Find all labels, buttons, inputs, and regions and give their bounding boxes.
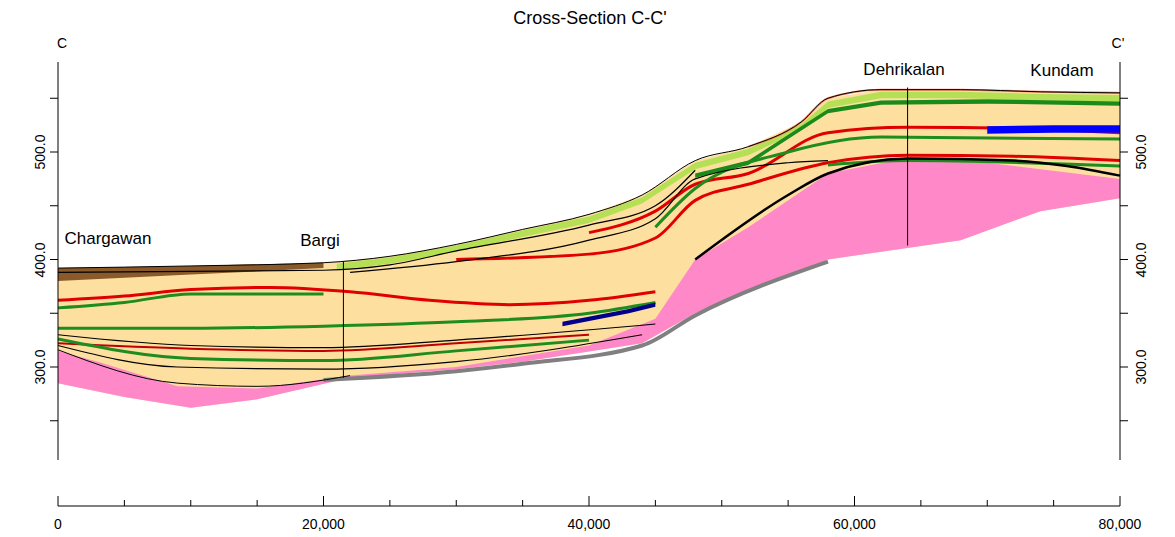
axis-tick-label: 0 — [54, 517, 62, 531]
red-horizon — [58, 287, 655, 304]
axis-tick-label: 400.0 — [1134, 242, 1148, 277]
section-end-label: C' — [1112, 36, 1125, 50]
axis-tick — [389, 500, 390, 506]
axis-line — [1120, 62, 1121, 460]
axis-tick-label: 300.0 — [1134, 349, 1148, 384]
axis-tick — [1053, 500, 1054, 506]
axis-tick — [50, 205, 58, 206]
axis-tick — [788, 500, 789, 506]
axis-tick — [987, 500, 988, 506]
base-grey-layer — [324, 262, 828, 380]
axis-tick — [50, 152, 58, 153]
axis-tick — [920, 500, 921, 506]
axis-tick — [323, 496, 324, 506]
basement-layer — [58, 161, 1120, 408]
axis-tick — [854, 496, 855, 506]
axis-tick — [1120, 367, 1128, 368]
axis-tick-label: 300.0 — [33, 349, 47, 384]
axis-line — [58, 62, 59, 460]
green-horizon — [58, 303, 655, 329]
axis-tick — [58, 496, 59, 506]
axis-tick-label: 60,000 — [833, 517, 876, 531]
red-horizon — [456, 155, 1120, 259]
place-label: Kundam — [1030, 62, 1093, 79]
axis-tick-label: 500.0 — [33, 134, 47, 169]
well-line — [343, 262, 344, 378]
contact-line — [58, 335, 642, 369]
axis-tick — [522, 500, 523, 506]
sediment-layer — [58, 90, 1120, 408]
red-horizon — [589, 127, 1120, 232]
axis-tick-label: 20,000 — [302, 517, 345, 531]
contact-line — [58, 170, 695, 272]
axis-tick — [50, 367, 58, 368]
blue-lens — [987, 125, 1120, 134]
axis-tick — [50, 259, 58, 260]
axis-tick — [257, 500, 258, 506]
place-label: Dehrikalan — [863, 61, 944, 78]
axis-tick — [456, 500, 457, 506]
axis-tick — [190, 500, 191, 506]
axis-tick — [1120, 152, 1128, 153]
axis-tick — [1120, 205, 1128, 206]
axis-tick — [50, 98, 58, 99]
chart-title: Cross-Section C-C' — [513, 9, 666, 27]
axis-tick — [124, 500, 125, 506]
axis-tick-label: 80,000 — [1099, 517, 1142, 531]
axis-tick — [1120, 420, 1128, 421]
contact-line — [58, 324, 655, 348]
axis-tick-label: 500.0 — [1134, 134, 1148, 169]
green-horizon — [655, 137, 1120, 227]
section-end-label: C — [57, 36, 67, 50]
axis-tick — [589, 496, 590, 506]
axis-tick — [1120, 259, 1128, 260]
well-line — [907, 88, 908, 246]
blue-lens — [562, 303, 655, 327]
axis-tick — [655, 500, 656, 506]
contact-line — [58, 350, 350, 387]
axis-tick — [1120, 313, 1128, 314]
place-label: Bargi — [300, 232, 340, 249]
axis-tick — [1120, 98, 1128, 99]
axis-tick — [721, 500, 722, 506]
axis-tick-label: 40,000 — [568, 517, 611, 531]
place-label: Chargawan — [65, 230, 152, 247]
green-horizon — [58, 294, 324, 308]
axis-tick — [50, 313, 58, 314]
axis-tick — [50, 420, 58, 421]
ground-surface — [58, 90, 1120, 268]
axis-tick — [1120, 496, 1121, 506]
axis-tick-label: 400.0 — [33, 242, 47, 277]
